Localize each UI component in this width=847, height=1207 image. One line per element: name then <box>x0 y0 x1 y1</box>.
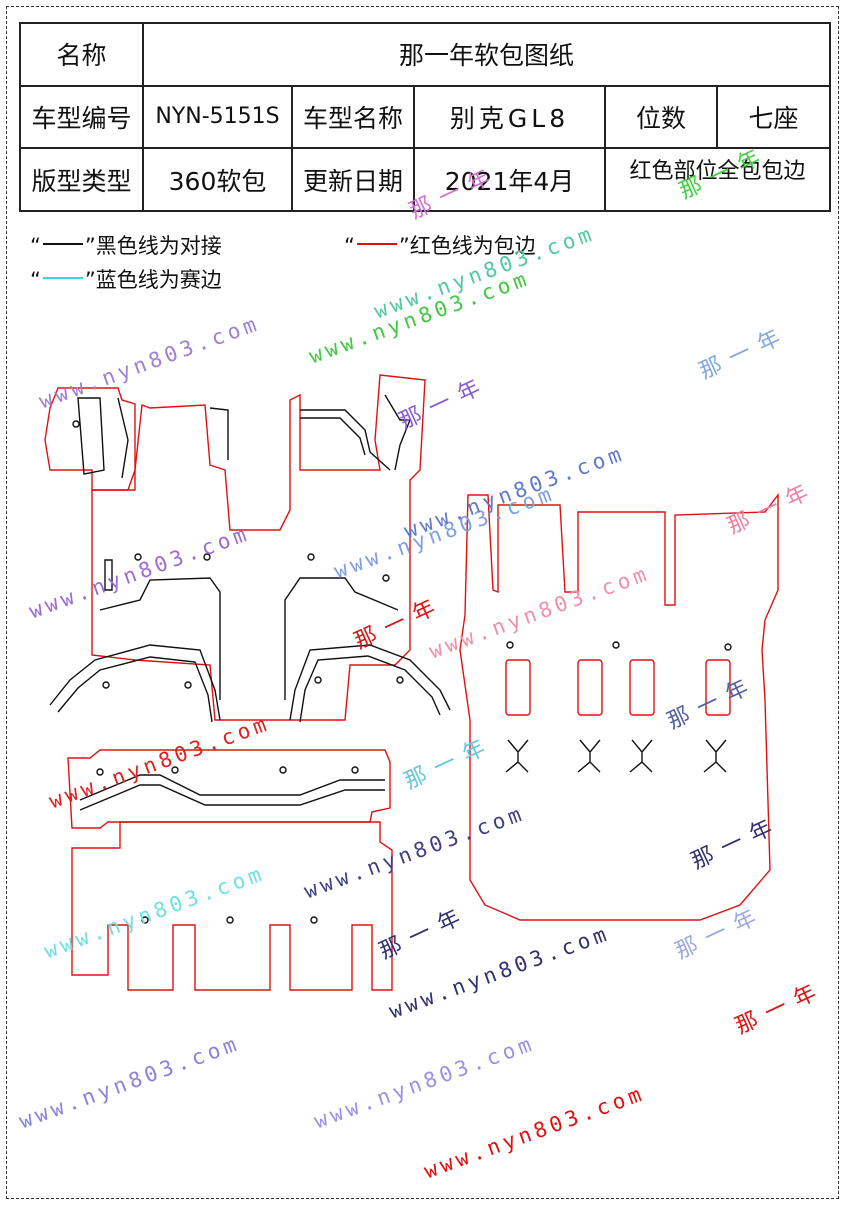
front-floor-panel <box>91 374 426 721</box>
edge-note: 红色部位全包包边 <box>603 147 832 212</box>
legend-black: “”黑色线为对接 <box>30 234 222 258</box>
rear-cargo-panel <box>459 492 779 921</box>
update-date: 2021年4月 <box>413 147 606 212</box>
model-code: NYN-5151S <box>142 84 293 150</box>
page-border <box>6 6 839 1199</box>
legend-blue: “”蓝色线为赛边 <box>30 268 222 292</box>
model-name-label: 车型名称 <box>291 84 415 150</box>
legend-red: “”红色线为包边 <box>344 234 536 258</box>
name-label: 名称 <box>19 22 144 87</box>
rear-left-panel <box>71 821 393 991</box>
spec-table: 名称 那一年软包图纸 车型编号 NYN-5151S 车型名称 别克GL8 位数 … <box>19 22 832 212</box>
seats-value: 七座 <box>715 84 832 150</box>
version-type-label: 版型类型 <box>19 147 144 212</box>
seats-label: 位数 <box>604 84 718 150</box>
update-date-label: 更新日期 <box>291 147 415 212</box>
version-type: 360软包 <box>142 147 293 212</box>
model-name: 别克GL8 <box>413 84 606 150</box>
drawing-title: 那一年软包图纸 <box>141 22 832 87</box>
middle-floor-panel <box>67 749 391 829</box>
model-code-label: 车型编号 <box>19 84 144 150</box>
